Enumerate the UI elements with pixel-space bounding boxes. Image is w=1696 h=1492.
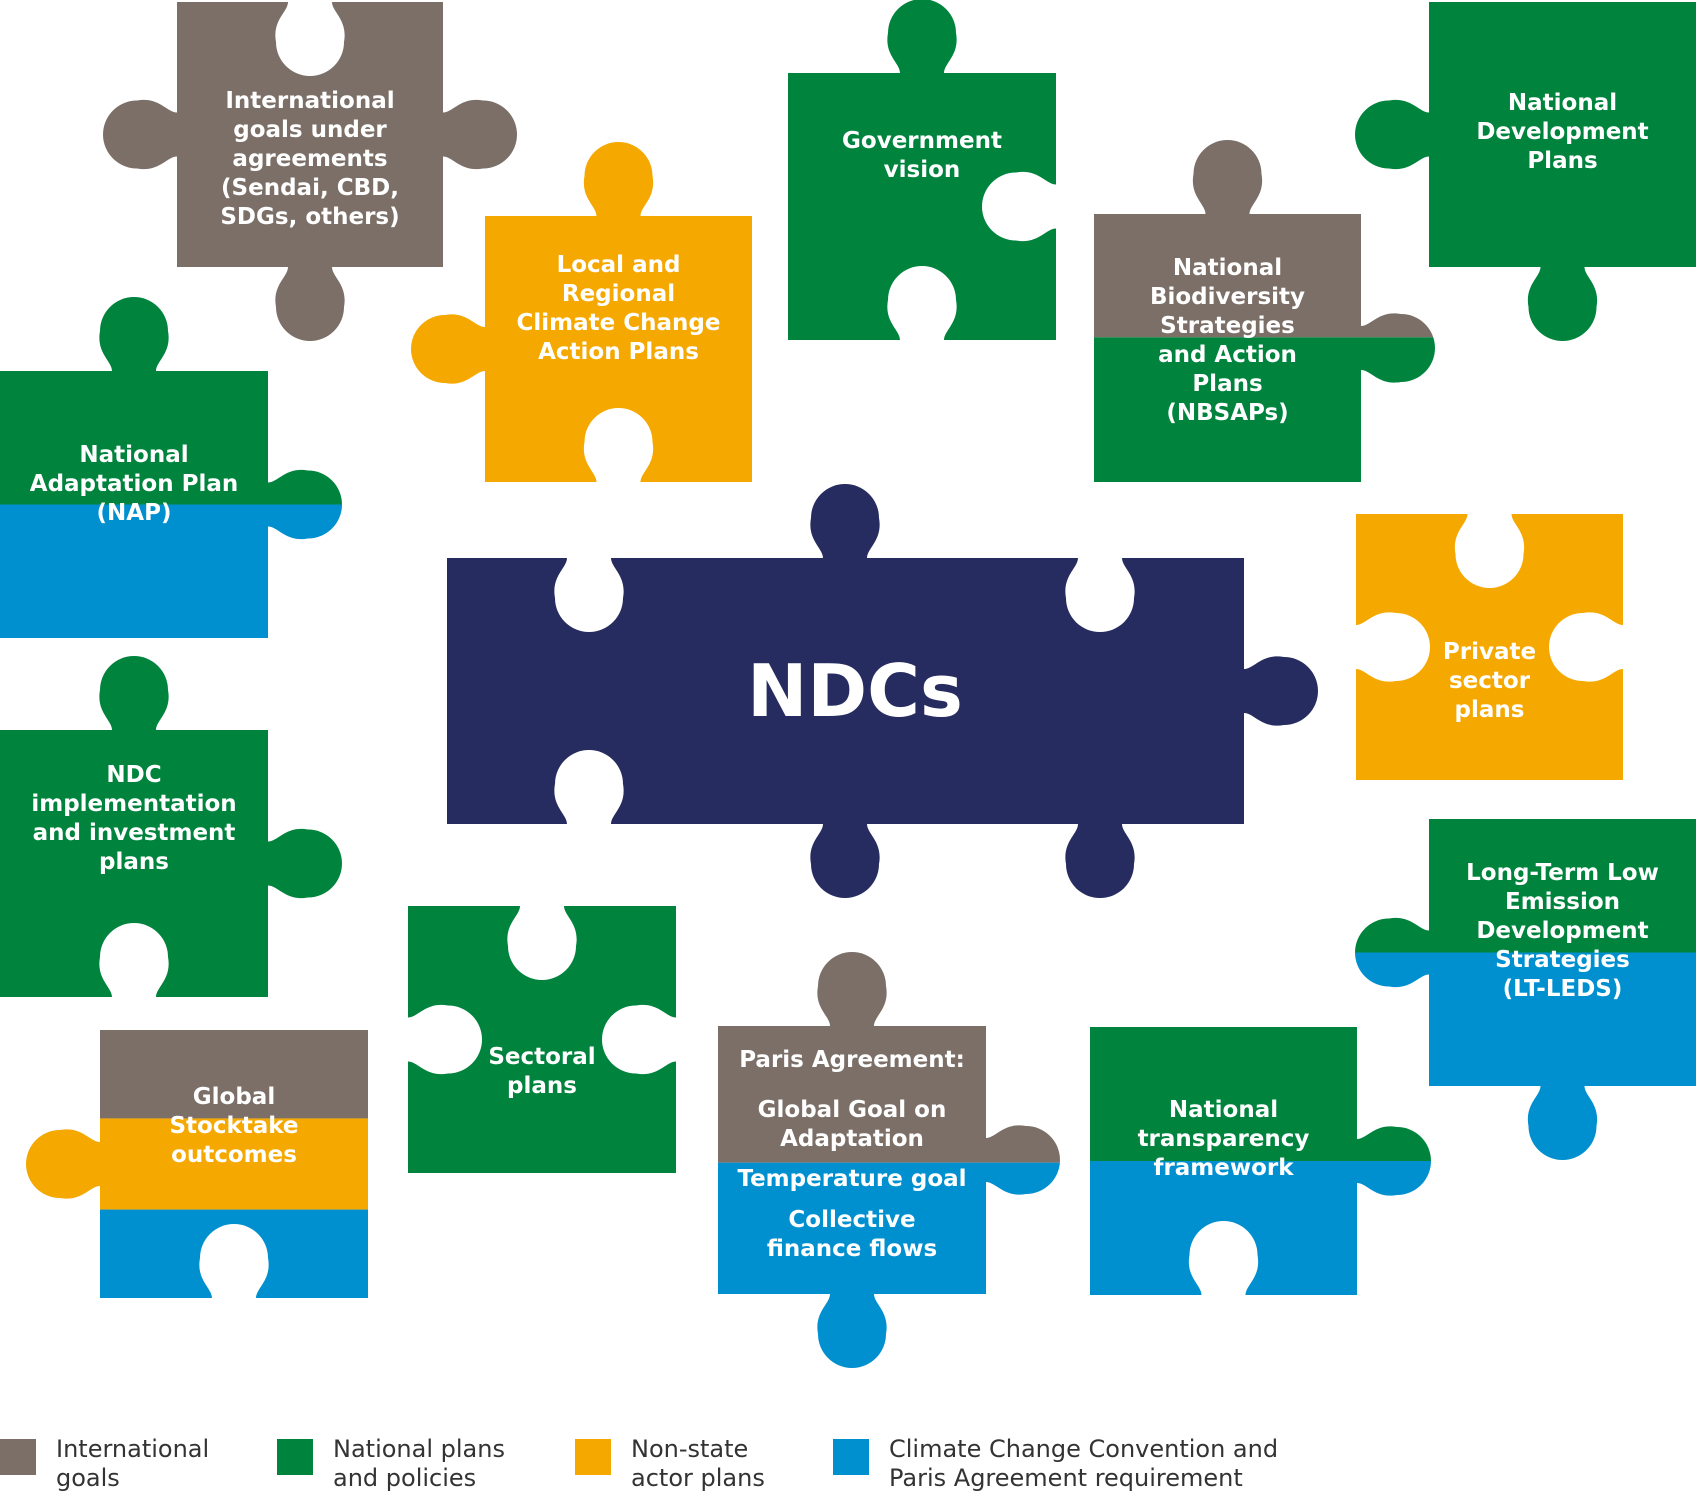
legend-label-national-line-2: and policies [333, 1464, 476, 1492]
ndc-center-piece [447, 484, 1318, 899]
piece-label-national-development-line-2: Development [1476, 119, 1648, 145]
piece-label-global-stocktake-line-3: outcomes [171, 1142, 297, 1168]
piece-label-paris-agreement-line-2: Global Goal on [758, 1097, 947, 1123]
piece-band-national [408, 906, 676, 1173]
piece-label-transparency-line-1: National [1169, 1097, 1278, 1123]
legend-label-convention-line-1: Climate Change Convention and [889, 1435, 1278, 1463]
piece-label-ndc-implementation-line-2: implementation [31, 791, 236, 817]
puzzle-piece-lt-leds: Long-Term LowEmissionDevelopmentStrategi… [1355, 819, 1696, 1161]
piece-band-international [103, 2, 517, 341]
piece-label-lt-leds-line-4: Strategies [1495, 947, 1630, 973]
piece-label-lt-leds-line-2: Emission [1505, 889, 1620, 915]
puzzle-piece-government-vision: Government vision [788, 0, 1056, 340]
piece-label-government-vision-line-2: vision [884, 157, 961, 183]
piece-label-local-regional-line-4: Action Plans [538, 339, 699, 365]
piece-label-nbsaps-line-3: Strategies [1160, 313, 1295, 339]
piece-band-convention [26, 1209, 368, 1298]
piece-label-paris-agreement-line-1: Paris Agreement: [739, 1047, 965, 1073]
piece-label-nap-line-2: Adaptation Plan [30, 471, 238, 497]
piece-label-international-goals-line-1: International [225, 88, 394, 114]
piece-label-nap-line-3: (NAP) [97, 500, 172, 526]
piece-band-national [788, 0, 1056, 340]
piece-label-international-goals-line-4: (Sendai, CBD, [221, 175, 399, 201]
piece-label-ndc-implementation-line-3: and investment [33, 820, 236, 846]
piece-label-global-stocktake-line-1: Global [193, 1084, 275, 1110]
piece-label-national-development-line-1: National [1508, 90, 1617, 116]
piece-label-sectoral-line-1: Sectoral [488, 1044, 595, 1070]
piece-label-transparency-line-2: transparency [1138, 1126, 1310, 1152]
legend-swatch-convention [833, 1439, 869, 1475]
piece-label-lt-leds-line-5: (LT-LEDS) [1503, 976, 1623, 1002]
piece-label-paris-agreement-line-5: Collective [788, 1207, 915, 1233]
piece-band-convention [1090, 1161, 1431, 1295]
piece-label-nap-line-1: National [79, 442, 188, 468]
piece-label-lt-leds-line-3: Development [1476, 918, 1648, 944]
legend-label-convention-line-2: Paris Agreement requirement [889, 1464, 1243, 1492]
ndc-center-label: NDCs [747, 649, 963, 733]
piece-label-local-regional-line-3: Climate Change [517, 310, 721, 336]
piece-label-international-goals-line-2: goals under [233, 117, 387, 143]
piece-label-paris-agreement-line-3: Adaptation [780, 1126, 924, 1152]
legend-swatch-nonstate [575, 1439, 611, 1475]
puzzle-piece-international-goals: International goals under agreements (Senda… [103, 2, 517, 341]
piece-label-lt-leds-line-1: Long-Term Low [1466, 860, 1659, 886]
piece-label-paris-agreement-line-4: Temperature goal [737, 1166, 966, 1192]
legend-label-nonstate-line-1: Non-state [631, 1435, 748, 1463]
legend-swatch-national [277, 1439, 313, 1475]
piece-label-ndc-implementation-line-1: NDC [106, 762, 161, 788]
piece-label-government-vision-line-1: Government [842, 128, 1002, 154]
piece-band-convention [0, 504, 342, 638]
puzzle-piece-ndc-implementation: NDC implementation and investment plans [0, 656, 342, 997]
piece-label-paris-agreement-line-6: finance flows [767, 1236, 937, 1262]
piece-label-international-goals-line-5: SDGs, others) [220, 204, 399, 230]
legend-label-international-line-2: goals [56, 1464, 120, 1492]
legend-label-nonstate-line-2: actor plans [631, 1464, 765, 1492]
puzzle-piece-transparency: National transparency framework [1090, 1027, 1431, 1295]
piece-label-sectoral-line-2: plans [507, 1073, 577, 1099]
piece-label-nbsaps-line-2: Biodiversity [1150, 284, 1305, 310]
piece-label-private-sector-line-1: Private [1443, 639, 1536, 665]
puzzle-piece-paris-agreement: Paris Agreement: Global Goal on Adaptation… [718, 952, 1060, 1368]
piece-label-local-regional-line-1: Local and [557, 252, 681, 278]
legend-label-national-line-1: National plans [333, 1435, 505, 1463]
piece-label-private-sector-line-2: sector [1449, 668, 1531, 694]
piece-band-convention [718, 1162, 1060, 1368]
piece-label-nbsaps-line-5: Plans [1192, 371, 1262, 397]
piece-label-private-sector-line-3: plans [1455, 697, 1525, 723]
piece-label-global-stocktake-line-2: Stocktake [169, 1113, 298, 1139]
piece-label-international-goals-line-3: agreements [232, 146, 387, 172]
piece-label-ndc-implementation-line-4: plans [99, 849, 169, 875]
piece-label-national-development-line-3: Plans [1527, 148, 1597, 174]
piece-label-nbsaps-line-1: National [1173, 255, 1282, 281]
legend-label-international-line-1: International [56, 1435, 209, 1463]
puzzle-piece-sectoral: Sectoral plans [408, 906, 676, 1173]
piece-label-transparency-line-3: framework [1153, 1155, 1294, 1181]
piece-band-national [1355, 2, 1696, 342]
legend-swatch-international [0, 1439, 36, 1475]
piece-label-local-regional-line-2: Regional [562, 281, 675, 307]
piece-band-national [0, 656, 342, 997]
piece-label-nbsaps-line-4: and Action [1158, 342, 1297, 368]
piece-label-nbsaps-line-6: (NBSAPs) [1166, 400, 1288, 426]
puzzle-piece-private-sector: Private sector plans [1356, 514, 1623, 780]
